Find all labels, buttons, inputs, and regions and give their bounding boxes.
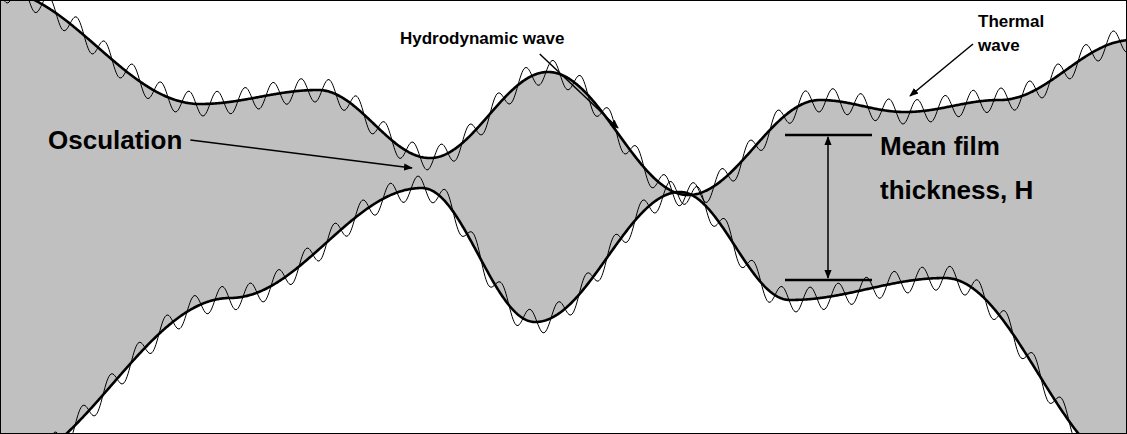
leader-arrow (910, 44, 973, 96)
thickness-dimension (785, 135, 872, 280)
leader-lines (190, 44, 973, 168)
hydrodynamic-wave-lower (0, 188, 1127, 434)
dimension-line (785, 134, 872, 137)
leader-arrow (540, 54, 618, 128)
hydrodynamic-wave-upper (0, 0, 1127, 195)
dimension-arrow (827, 137, 829, 278)
wave-label: Thermal wave (978, 10, 1060, 58)
dimension-line (785, 279, 872, 282)
leader-arrow (190, 140, 412, 168)
dimension-label: Mean film thickness, H (880, 124, 1115, 212)
thermal-wave-upper (0, 0, 1127, 206)
wave-label: Hydrodynamic wave (400, 28, 564, 50)
feature-label: Osculation (48, 124, 182, 156)
thermal-wave-lower (0, 176, 1127, 434)
